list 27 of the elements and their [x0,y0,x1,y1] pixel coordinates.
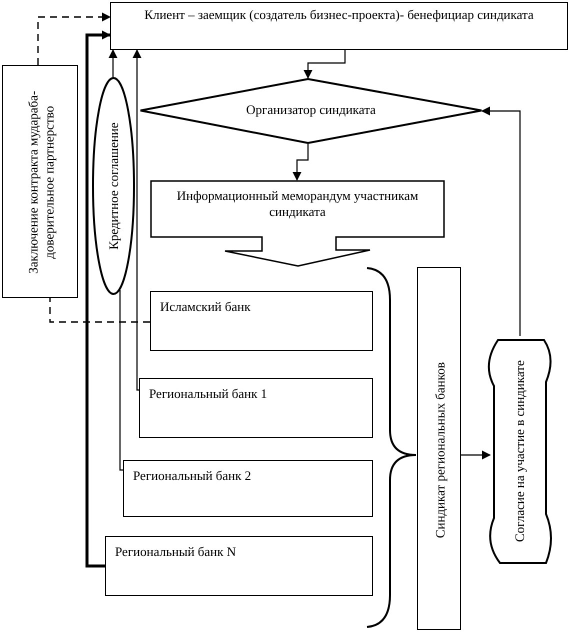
process-box [139,378,373,438]
arrow [461,450,491,460]
process-box [417,267,461,630]
arrow [108,49,118,78]
arrow [304,50,346,79]
node-label: Региональный банк N [115,544,236,560]
arrow [86,30,111,568]
connector-line [119,290,123,471]
node-label: Заключение контракта мудараба-доверительное партнерство [24,90,58,276]
node-label: Информационный меморандум участникам синдиката [176,188,420,220]
node-label: Региональный банк 1 [149,386,268,402]
arrow [481,106,521,336]
node-label: Региональный банк 2 [133,468,252,484]
arrow [132,49,142,391]
process-box [2,65,78,298]
node-label: Кредитное соглашение [105,121,122,252]
node-label: Синдикат региональных банков [432,360,448,540]
dashed-arrow [37,12,111,65]
node-label: Исламский банк [160,299,251,316]
process-box [150,291,373,351]
process-box [123,460,373,517]
node-label: Клиент – заемщик (создатель бизнес-проекта)- бенефициар синдиката [143,7,535,24]
node-label: Организатор синдиката [245,102,377,118]
arrow [292,144,309,181]
process-box [105,536,373,596]
process-box [110,2,568,50]
node-label: Согласие на участие в синдикате [512,359,528,544]
